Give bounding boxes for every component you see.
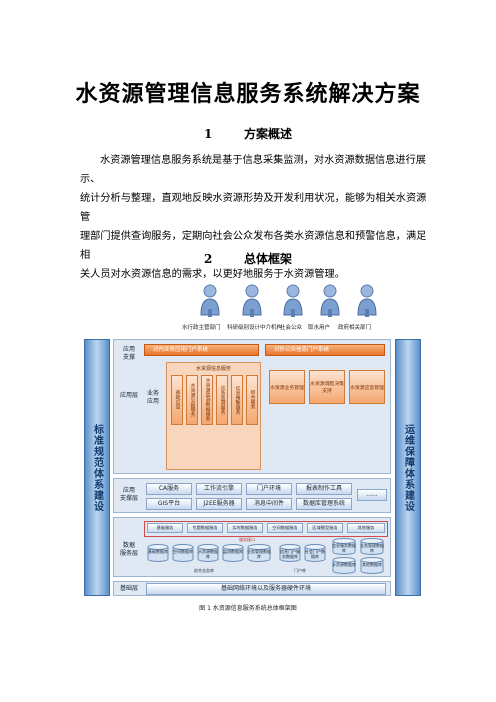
- user-icon: [310, 283, 350, 317]
- layer-name: 应用 支撑层: [119, 487, 138, 502]
- database-icon: 信息服务数据库: [332, 538, 356, 555]
- paragraph-line: 水资源管理信息服务系统是基于信息采集监测，对水资源数据信息进行展示、: [80, 155, 426, 185]
- base-layer: 基础层 基础网络环境以及服务器硬件环境: [113, 581, 391, 596]
- paragraph-line: 关人员对水资源信息的需求，以更好地服务于水资源管理。: [80, 269, 345, 280]
- support-button: 报表制作工具: [296, 483, 352, 495]
- data-service-button: 区域模型服务: [307, 523, 343, 533]
- core-service: 信息预警服务: [231, 375, 243, 425]
- database-icon: 水资源数据库: [332, 557, 356, 574]
- paragraph-line: 理部门提供查询服务，定期向社会公众发布各类水资源信息和预警信息，满足相: [80, 231, 427, 261]
- user-label: 科研级别设计中介机构: [227, 325, 283, 331]
- business-label: 业务 应用: [146, 390, 159, 405]
- support-button: J2EE服务器: [196, 498, 242, 510]
- base-infrastructure-bar: 基础网络环境以及服务器硬件环境: [146, 583, 386, 595]
- database-label: 基础数据库: [148, 549, 168, 554]
- user-icon: [232, 283, 272, 317]
- framework-diagram: 水行政主管部门 科研级别设计中介机构 社会公众 取水用户 政府相关部门 标准规范…: [82, 283, 422, 596]
- figure-caption: 图 1 水资源信息服务系统总体框架图: [199, 605, 297, 612]
- database-icon: 信息门户服务数据库: [279, 544, 301, 562]
- database-label: 信息门户服务数据库: [280, 549, 300, 559]
- shared-db-label: 门户库: [294, 568, 306, 573]
- support-button: 工作流引擎: [196, 483, 242, 495]
- database-label: 水资源数据库: [198, 549, 218, 559]
- support-button: 门户环境: [246, 483, 292, 495]
- core-service: 综合服务: [246, 375, 258, 425]
- user-label: 取水用户: [308, 325, 331, 331]
- section-heading-overview: 1 方案概述: [0, 125, 496, 142]
- database-label: 水资源数据库: [332, 562, 356, 567]
- core-service-group: 水资源信息服务 基础信息 水资源公报服务 水资源监测数据服务 应急监测服务 信息…: [166, 362, 261, 470]
- database-label: 业务管理数据库: [247, 549, 271, 559]
- layer-name: 应用层: [119, 392, 138, 399]
- database-icon: 基础数据库: [147, 544, 169, 562]
- db-group-label: 综合业务库: [194, 568, 214, 573]
- core-service-title: 水资源信息服务: [195, 366, 231, 372]
- app-hint-label: 应用 支撑: [122, 346, 135, 361]
- service-bus-box: [144, 521, 388, 537]
- core-service: 水资源监测数据服务: [201, 375, 213, 425]
- support-button: GIS平台: [146, 498, 192, 510]
- data-service-button: 空间数据服务: [267, 523, 303, 533]
- user-label: 水行政主管部门: [182, 325, 221, 331]
- database-icon: 水资源数据库: [197, 544, 219, 562]
- layer-name: 基础层: [119, 585, 138, 592]
- user-label: 政府相关部门: [338, 325, 372, 331]
- standards-sidebar: 标准规范体系建设: [84, 339, 110, 596]
- database-label: 业务管理数据库: [360, 543, 384, 553]
- database-icon: 业务管理数据库: [360, 538, 384, 555]
- data-service-button: 其他服务: [347, 523, 385, 533]
- core-service: 应急监测服务: [216, 375, 228, 425]
- application-layer: 应用 支撑 应用层 对内业务应用门户系统 对外公众信息门户系统 业务 应用 水资…: [113, 339, 391, 474]
- database-label: 其他数据库: [362, 562, 382, 567]
- database-icon: 空间数据库: [172, 544, 194, 562]
- data-service-layer: 数据 服务层 基础服务 专题数据服务 实时数据服务 空间数据服务 区域模型服务 …: [113, 517, 391, 577]
- service-bus-label: 服务接口: [239, 537, 255, 542]
- paragraph-line: 统计分析与整理，直观地反映水资源形势及开发利用状况，能够为相关水资源管: [80, 193, 427, 223]
- data-service-button: 基础服务: [147, 523, 183, 533]
- user-label: 社会公众: [280, 325, 303, 331]
- core-service: 水资源公报服务: [186, 375, 198, 425]
- support-button: 消息中间件: [246, 498, 292, 510]
- database-icon: 监测数据库: [222, 544, 244, 562]
- support-more-button: ......: [357, 489, 387, 501]
- section-heading-framework: 2 总体框架: [0, 250, 496, 267]
- layer-name: 数据 服务层: [119, 542, 138, 557]
- section-number: 2: [203, 252, 213, 266]
- data-service-button: 专题数据服务: [187, 523, 223, 533]
- sidebar-label: 标准规范体系建设: [91, 423, 103, 512]
- section-number: 1: [203, 127, 213, 141]
- database-label: 社会门户数据库: [305, 549, 325, 559]
- user-icon: [190, 283, 230, 317]
- database-label: 空间数据库: [173, 549, 193, 554]
- database-label: 信息服务数据库: [332, 543, 356, 553]
- user-icon: [347, 283, 387, 317]
- document-title: 水资源管理信息服务系统解决方案: [75, 81, 421, 107]
- database-label: 监测数据库: [223, 549, 243, 554]
- support-button: 数据库管理系统: [296, 498, 352, 510]
- support-button: CA服务: [146, 483, 192, 495]
- user-icon: [273, 283, 313, 317]
- right-service: 水资源应急管理: [349, 370, 385, 404]
- core-service: 基础信息: [171, 375, 183, 425]
- maintenance-sidebar: 运维保障体系建设: [395, 339, 421, 596]
- section-title: 方案概述: [243, 127, 292, 141]
- database-icon: 业务管理数据库: [247, 544, 271, 562]
- external-portal-bar: 对外公众信息门户系统: [265, 344, 385, 356]
- overview-paragraph: 水资源管理信息服务系统是基于信息采集监测，对水资源数据信息进行展示、 统计分析与…: [80, 151, 430, 284]
- data-service-button: 实时数据服务: [227, 523, 263, 533]
- internal-portal-bar: 对内业务应用门户系统: [144, 344, 259, 356]
- section-title: 总体框架: [243, 252, 292, 266]
- right-service: 水资源调配决策支持: [309, 370, 345, 404]
- support-layer: 应用 支撑层 CA服务 工作流引擎 门户环境 报表制作工具 GIS平台 J2EE…: [113, 478, 391, 513]
- database-icon: 社会门户数据库: [304, 544, 326, 562]
- sidebar-label: 运维保障体系建设: [402, 423, 414, 512]
- database-icon: 其他数据库: [360, 557, 384, 574]
- right-service: 水资源业务管理: [269, 370, 305, 404]
